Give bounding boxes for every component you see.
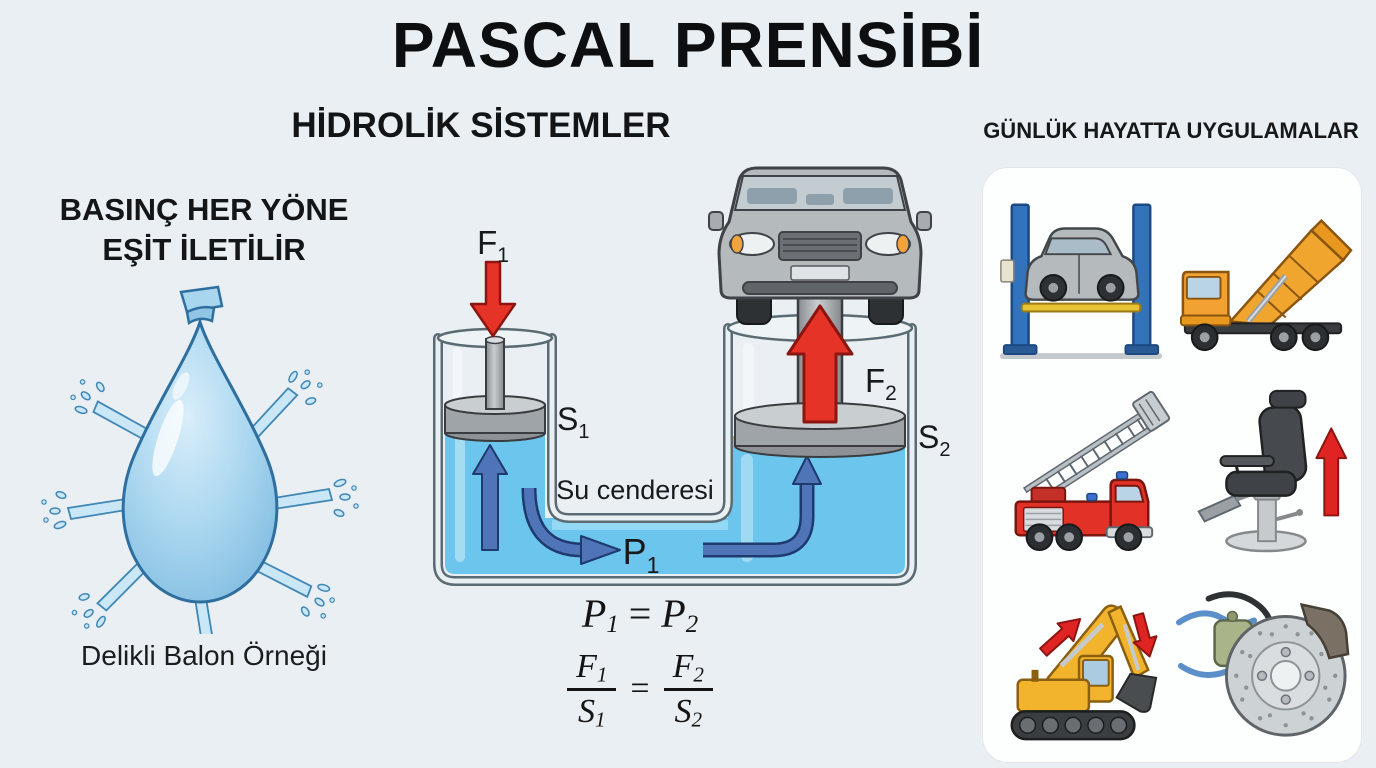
car-illustration	[708, 166, 932, 325]
application-car-lift	[992, 177, 1170, 365]
balloon-illustration	[40, 285, 360, 634]
application-dump-truck	[1175, 177, 1353, 365]
force-arrows	[469, 260, 854, 424]
extended-ladder	[1022, 390, 1170, 508]
vessel-walls	[433, 323, 917, 586]
force2-label: F2	[865, 362, 897, 405]
left-heading-line2: EŞİT İLETİLİR	[102, 232, 306, 268]
page-title: PASCAL PRENSİBİ	[391, 9, 985, 81]
barber-chair-illustration	[1196, 389, 1347, 553]
hydraulic-brake-illustration	[1175, 591, 1349, 737]
pressure-flow-arrows	[472, 444, 822, 565]
lifted-car	[1023, 227, 1140, 302]
applications-heading: GÜNLÜK HAYATTA UYGULAMALAR	[983, 118, 1359, 143]
small-piston	[444, 335, 546, 442]
area2-label: S2	[918, 419, 950, 461]
application-barber-chair	[1175, 371, 1353, 559]
fire-ladder-truck-illustration	[1013, 390, 1170, 552]
force1-label: F1	[477, 224, 509, 267]
left-heading-line1: BASINÇ HER YÖNE	[59, 192, 349, 227]
lift-up-arrow	[1314, 427, 1347, 517]
application-hydraulic-brake	[1175, 565, 1353, 753]
balloon-knot	[179, 285, 224, 326]
brake-disc	[1224, 614, 1347, 737]
application-fire-ladder-truck	[992, 371, 1170, 559]
force1-down-arrow	[469, 260, 517, 338]
page-subtitle: HİDROLİK SİSTEMLER	[291, 106, 671, 145]
hydraulic-press-illustration: F1 S1 F2 S2 Su cenderesi P1	[433, 166, 950, 586]
force2-up-arrow	[786, 304, 854, 424]
applications-panel	[982, 167, 1362, 763]
brake-caliper	[1299, 602, 1349, 660]
dump-truck-illustration	[1179, 218, 1353, 352]
pressure-equality-formula: P1=P2	[581, 591, 699, 639]
balloon-body	[121, 316, 279, 604]
application-excavator	[992, 565, 1170, 753]
pressure1-label: P1	[623, 531, 660, 578]
area1-label: S1	[557, 401, 589, 443]
stick-lower-arrow	[1132, 612, 1157, 658]
fraction-right: F2 S2	[663, 647, 713, 731]
balloon-caption: Delikli Balon Örneği	[81, 640, 327, 671]
excavator-illustration	[1010, 604, 1157, 741]
force-area-ratio-formula: F1 S1 = F2 S2	[505, 647, 775, 731]
left-section-heading: BASINÇ HER YÖNE EŞİT İLETİLİR	[22, 190, 386, 271]
boom-extend-arrow	[1038, 618, 1081, 657]
device-label: Su cenderesi	[556, 475, 714, 505]
car-lift-illustration	[999, 203, 1162, 360]
fraction-left: F1 S1	[567, 647, 617, 731]
formulas-block: P1=P2 F1 S1 = F2 S2	[505, 590, 775, 731]
